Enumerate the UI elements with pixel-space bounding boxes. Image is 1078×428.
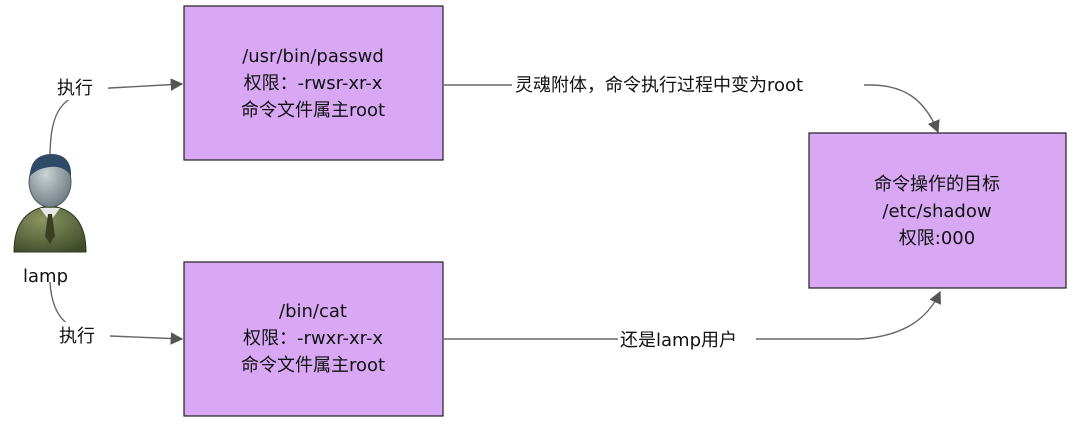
edge-cat-to-target [444,290,941,340]
box-target: 命令操作的目标 /etc/shadow 权限:000 [808,132,1067,289]
box-passwd-line-3: 命令文件属主root [241,100,385,121]
box-passwd: /usr/bin/passwd 权限：-rwsr-xr-x 命令文件属主root [183,5,444,161]
box-cat-line-1: /bin/cat [279,301,347,322]
user-label: lamp [23,266,68,287]
edge-passwd-to-target [444,84,940,134]
box-cat-line-3: 命令文件属主root [241,355,385,376]
box-passwd-line-2: 权限：-rwsr-xr-x [244,73,383,94]
box-passwd-line-1: /usr/bin/passwd [242,46,384,67]
edge-label-still-lamp: 还是lamp用户 [620,330,737,351]
edge-label-setuid: 灵魂附体，命令执行过程中变为root [515,75,803,96]
edge-label-exec-top: 执行 [57,78,93,99]
box-target-line-3: 权限:000 [899,228,975,249]
box-cat: /bin/cat 权限：-rwxr-xr-x 命令文件属主root [183,261,444,417]
box-target-rect [808,132,1067,289]
box-cat-line-2: 权限：-rwxr-xr-x [243,328,383,349]
box-target-line-1: 命令操作的目标 [874,174,1000,195]
box-target-line-2: /etc/shadow [882,201,991,222]
edge-label-exec-bottom: 执行 [59,326,95,347]
box-cat-rect [183,261,444,417]
edge-label-bg [618,325,756,353]
edge-label-bg [512,70,864,98]
box-passwd-rect [183,5,444,161]
edge-label-bg [56,322,110,348]
edge-label-bg [54,74,108,100]
user-icon [13,154,87,253]
